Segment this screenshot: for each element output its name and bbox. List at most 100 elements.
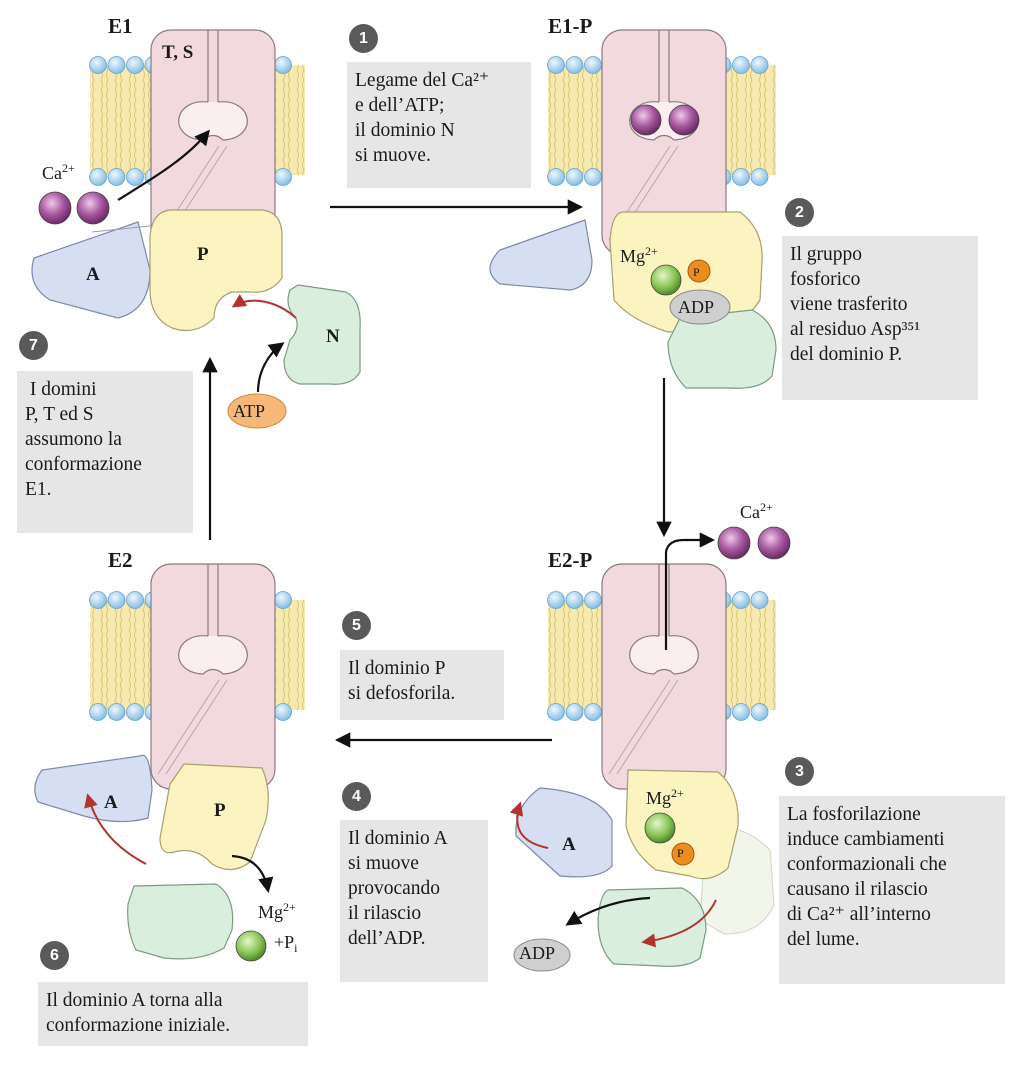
state-label-e1: E1 (108, 14, 133, 38)
lipid-head (750, 703, 769, 721)
step-badge-2: 2 (785, 198, 814, 227)
lipid-head (750, 168, 769, 186)
lipid-head (274, 168, 292, 186)
step-badge-1: 1 (349, 24, 378, 53)
lipid-head (584, 168, 602, 186)
step-text-7: I domini P, T ed S assumono la conformaz… (17, 371, 193, 533)
lipid-head (584, 591, 602, 609)
step-badge-3: 3 (785, 757, 814, 786)
lipid-head (732, 168, 750, 186)
lipid-head (565, 56, 584, 74)
phosphate-label-e2p: P (677, 846, 684, 860)
lipid-head (89, 591, 107, 609)
lipid-head (107, 591, 126, 609)
lipid-head (274, 591, 292, 609)
domain-label-a-e2: A (104, 792, 118, 813)
domain-label-n-e1: N (326, 326, 340, 347)
lipid-head (732, 703, 750, 721)
lipid-head (750, 56, 769, 74)
domain-n-e2 (127, 883, 234, 960)
domain-a-return-arrow (84, 793, 147, 865)
calcium-binding-site (629, 635, 699, 675)
step-badge-7: 7 (19, 331, 48, 360)
adp-label-e1p: ADP (678, 297, 715, 317)
domain-n-return-arrow (641, 899, 717, 948)
phosphate-label-e1p: P (693, 265, 700, 279)
magnesium-ion-e2p (644, 812, 676, 844)
magnesium-ion-e1p (650, 264, 682, 296)
lipid-head (107, 168, 126, 186)
lipid-head (89, 703, 107, 721)
step-badge-5: 5 (342, 611, 371, 640)
step-badge-6: 6 (40, 941, 69, 970)
lipid-head (107, 703, 126, 721)
state-label-e2: E2 (108, 548, 133, 572)
atp-label: ATP (233, 401, 266, 421)
state-label-e1p: E1-P (548, 14, 593, 38)
domain-a-e1p (489, 219, 593, 291)
step-badge-4: 4 (342, 782, 371, 811)
step-text-1: Legame del Ca²⁺ e dell’ATP; il dominio N… (347, 62, 531, 188)
domain-a-e2p (515, 787, 613, 878)
atp-molecule (227, 393, 287, 429)
domain-a-e1 (31, 221, 151, 319)
magnesium-label-e1p: Mg2+ (620, 244, 658, 266)
lipid-head (547, 591, 565, 609)
domain-label-a-e2p: A (562, 834, 576, 855)
domain-a-e2 (34, 754, 153, 823)
calcium-label-e2p: Ca2+ (740, 500, 773, 522)
lipid-head (547, 168, 565, 186)
calcium-label-e1: Ca2+ (42, 161, 75, 183)
lipid-head (274, 703, 292, 721)
magnesium-ion-e2 (235, 930, 267, 962)
calcium-binding-arrow (117, 129, 210, 201)
lipid-head (732, 591, 750, 609)
lipid-head (89, 56, 107, 74)
step-text-2: Il gruppo fosforico viene trasferito al … (782, 236, 978, 400)
lipid-head (565, 168, 584, 186)
lipid-head (565, 591, 584, 609)
lipid-head (126, 168, 144, 186)
domain-label-ts: T, S (162, 42, 194, 63)
transmembrane-domain-e2p (601, 563, 727, 790)
step-text-5: Il dominio P si defosforila. (340, 650, 504, 720)
lipid-head (126, 703, 144, 721)
state-label-e2p: E2-P (548, 548, 593, 572)
domain-label-a-e1: A (86, 264, 100, 285)
transmembrane-domain-e2 (150, 563, 276, 790)
lipid-head (89, 168, 107, 186)
magnesium-label-e2: Mg2+ (258, 900, 296, 922)
domain-label-p-e1: P (197, 244, 209, 265)
adp-release-arrow (565, 896, 651, 926)
domain-n-e1 (283, 284, 361, 385)
magnesium-release-arrow (231, 854, 274, 894)
calcium-ion-released (717, 526, 751, 560)
domain-p-e1 (149, 209, 283, 331)
step-text-4: Il dominio A si muove provocando il rila… (340, 820, 488, 982)
calcium-ion-e1p (668, 104, 700, 136)
adp-label-e2p: ADP (519, 943, 556, 963)
lipid-head (732, 56, 750, 74)
step-text-6: Il dominio A torna alla conformazione in… (38, 982, 308, 1046)
domain-p-e2p (625, 769, 739, 880)
lipid-head (584, 703, 602, 721)
step-text-3: La fosforilazione induce cambiamenti con… (779, 796, 1005, 984)
calcium-binding-site (178, 101, 248, 141)
lipid-head (547, 56, 565, 74)
calcium-release-arrow (664, 532, 716, 650)
domain-p-e2 (159, 763, 269, 871)
calcium-ion-released (757, 526, 791, 560)
calcium-ion-e1 (76, 191, 110, 225)
lipid-head (584, 56, 602, 74)
magnesium-label-e2p: Mg2+ (646, 786, 684, 808)
lipid-head (274, 56, 292, 74)
lipid-head (126, 591, 144, 609)
lipid-head (565, 703, 584, 721)
adp-molecule-e2p (513, 938, 571, 972)
domain-n-motion-arrow (231, 294, 297, 319)
lipid-head (107, 56, 126, 74)
lipid-head (547, 703, 565, 721)
calcium-ion-e1p (630, 104, 662, 136)
